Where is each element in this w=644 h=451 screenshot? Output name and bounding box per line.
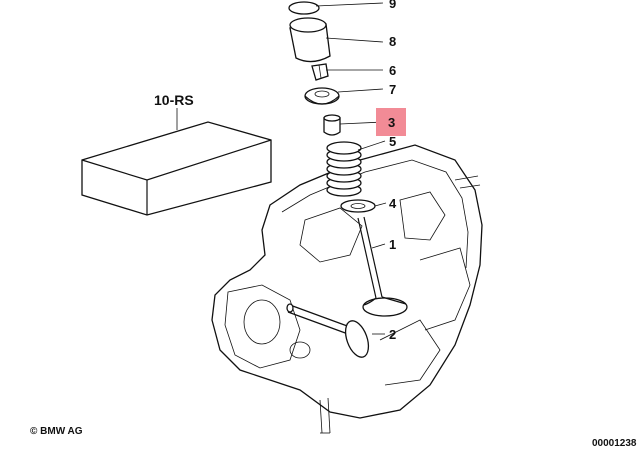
callout-5[interactable]: 5: [389, 134, 396, 149]
callout-2[interactable]: 2: [389, 327, 396, 342]
spring-retainer-7[interactable]: [304, 87, 340, 105]
bucket-tappet-8[interactable]: [289, 17, 331, 63]
callout-8[interactable]: 8: [389, 34, 396, 49]
callout-7[interactable]: 7: [389, 82, 396, 97]
cylinder-head[interactable]: [211, 144, 483, 434]
valve-2[interactable]: [286, 303, 373, 360]
callout-1[interactable]: 1: [389, 237, 396, 252]
callout-9[interactable]: 9: [389, 0, 396, 11]
valve-cotter-6[interactable]: [311, 63, 329, 81]
shim-9[interactable]: [288, 1, 320, 15]
kit-box[interactable]: [81, 121, 272, 216]
drawing-number: 00001238: [592, 438, 637, 449]
callout-highlight: [376, 108, 406, 136]
valve-stem-seal-3[interactable]: [323, 114, 341, 136]
spring-seat-4[interactable]: [340, 199, 376, 213]
copyright-text: © BMW AG: [30, 426, 83, 437]
valve-spring-5[interactable]: [326, 141, 362, 197]
callout-4[interactable]: 4: [389, 196, 397, 211]
leader-lines: [315, 2, 387, 335]
kit-label: 10-RS: [154, 92, 194, 108]
callout-3[interactable]: 3: [388, 115, 395, 130]
valve-1[interactable]: [357, 216, 408, 317]
callout-6[interactable]: 6: [389, 63, 396, 78]
